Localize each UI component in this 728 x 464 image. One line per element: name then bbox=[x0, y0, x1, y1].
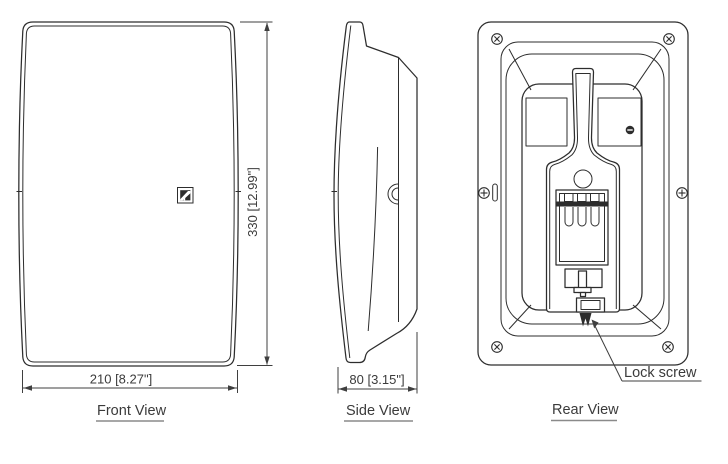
rear-inner-contour-2 bbox=[505, 53, 665, 325]
side-profile-outline bbox=[333, 21, 418, 364]
screw-icon bbox=[663, 33, 675, 45]
svg-text:Front View: Front View bbox=[97, 403, 167, 419]
rear-inner-contour-1 bbox=[500, 41, 670, 337]
rear-draft-line-br bbox=[632, 304, 662, 330]
terminal-block bbox=[555, 189, 609, 266]
front-view-label: Front View bbox=[96, 403, 167, 422]
rear-flange-outline bbox=[477, 21, 689, 366]
side-hanger-knob-inner bbox=[391, 187, 399, 201]
lock-screw-housing bbox=[575, 297, 606, 313]
rear-draft-line-tr bbox=[632, 48, 662, 91]
front-view-drawing bbox=[16, 21, 241, 367]
side-hanger-knob-outer bbox=[387, 183, 399, 205]
rear-draft-line-tl bbox=[508, 48, 532, 91]
rear-left-panel bbox=[525, 97, 568, 147]
toa-logo-icon bbox=[177, 187, 194, 204]
front-cabinet-outline bbox=[18, 21, 239, 367]
screw-icon bbox=[491, 341, 503, 353]
screw-icon bbox=[491, 33, 503, 45]
adjustment-screw-assembly bbox=[564, 268, 603, 298]
front-width-dimension: 210 [8.27"] bbox=[22, 370, 238, 393]
rear-view-drawing bbox=[477, 21, 689, 366]
side-back-body-line bbox=[367, 146, 379, 332]
lock-screw-label: Lock screw bbox=[624, 365, 697, 381]
side-view-label: Side View bbox=[344, 403, 413, 422]
lock-screw-callout: Lock screw bbox=[591, 319, 702, 382]
flange-screws bbox=[478, 33, 688, 353]
rear-panel-screw-icon bbox=[625, 125, 635, 135]
bracket-hole bbox=[573, 169, 593, 189]
lock-screw bbox=[579, 313, 592, 327]
svg-text:Rear View: Rear View bbox=[552, 402, 619, 418]
rear-draft-line-bl bbox=[508, 304, 532, 330]
screw-icon bbox=[662, 341, 674, 353]
front-width-dim-text: 210 [8.27"] bbox=[90, 372, 152, 387]
rear-right-panel bbox=[597, 97, 642, 147]
front-cabinet-inner-line bbox=[22, 25, 235, 363]
side-view-drawing bbox=[331, 21, 418, 364]
side-depth-dimension: 80 [3.15"] bbox=[337, 332, 418, 394]
screw-icon bbox=[676, 187, 688, 199]
side-front-face-inner-line bbox=[337, 25, 352, 359]
front-height-dim-text: 330 [12.99"] bbox=[245, 167, 260, 237]
side-depth-dim-text: 80 [3.15"] bbox=[349, 372, 404, 387]
screw-icon bbox=[478, 187, 490, 199]
rear-view-label: Rear View bbox=[551, 402, 619, 422]
rear-keyhole-slot bbox=[492, 183, 498, 202]
front-height-dimension: 330 [12.99"] bbox=[237, 21, 273, 366]
mounting-bracket-inner-line bbox=[549, 73, 617, 309]
svg-text:Side View: Side View bbox=[346, 403, 411, 419]
